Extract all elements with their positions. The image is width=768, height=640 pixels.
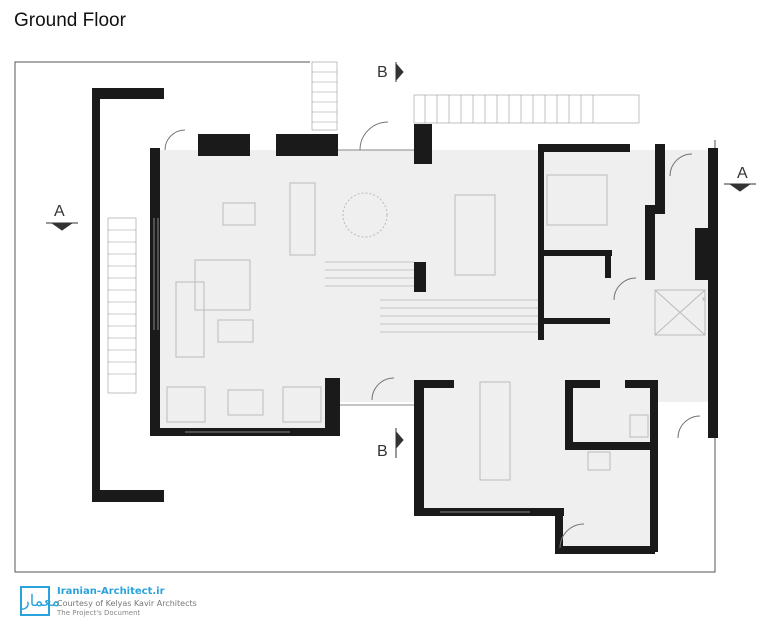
credits: Iranian-Architect.ir Courtesy of Kelyas … bbox=[57, 586, 197, 617]
courtesy-text: Courtesy of Kelyas Kavir Architects bbox=[57, 599, 197, 608]
doors bbox=[164, 121, 701, 549]
svg-text:B: B bbox=[377, 64, 388, 81]
svg-text:B: B bbox=[377, 443, 388, 460]
section-marker-b-top: B bbox=[377, 62, 404, 82]
windows bbox=[153, 149, 530, 513]
section-marker-b-bottom: B bbox=[377, 428, 404, 460]
stairs bbox=[107, 61, 640, 394]
section-marker-a-right: A bbox=[724, 165, 756, 192]
floor-areas bbox=[158, 150, 708, 550]
page-title: Ground Floor bbox=[14, 10, 126, 31]
walls bbox=[92, 88, 718, 554]
document-text: The Project's Document bbox=[57, 609, 141, 617]
site-logo: معمار bbox=[20, 586, 60, 616]
site-link[interactable]: Iranian-Architect.ir bbox=[57, 586, 165, 597]
section-marker-a-left: A bbox=[46, 203, 78, 231]
svg-text:A: A bbox=[54, 203, 65, 220]
furniture bbox=[166, 174, 706, 481]
svg-text:A: A bbox=[737, 165, 748, 182]
